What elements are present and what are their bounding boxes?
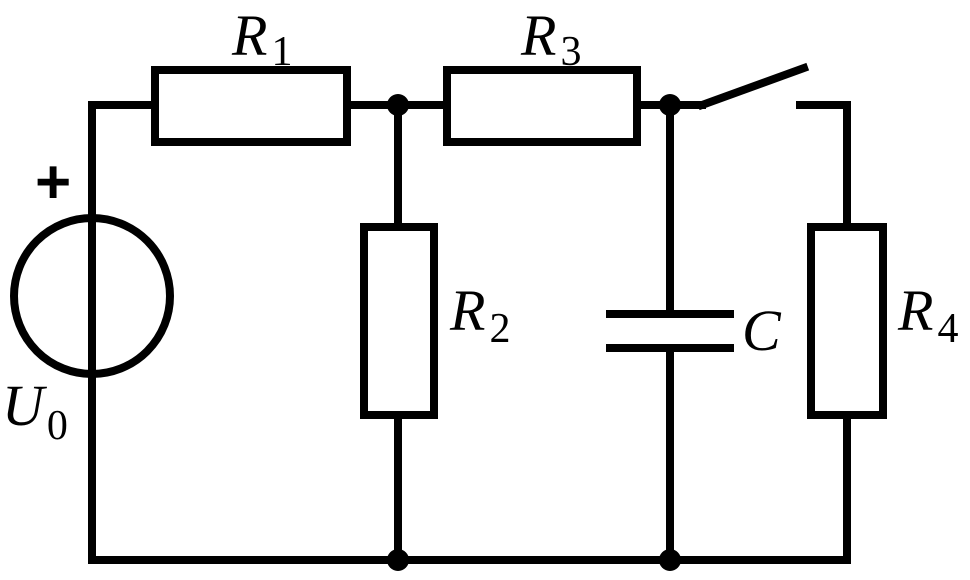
resistor-r4 [807,223,887,419]
node-r3-c-switch [659,94,681,116]
open-switch-blade [696,62,810,111]
voltage-source-circle [10,214,174,378]
label-r4: R4 [897,278,958,352]
wires [88,101,851,564]
node-r1-r2-r3 [387,94,409,116]
resistor-r3 [443,66,641,146]
label-u0: U0 [2,373,68,449]
node-bottom-c [659,549,681,571]
source-plus-label: + [35,148,71,217]
resistor-r2 [360,223,438,419]
label-c: C [742,298,782,363]
top-left-wire [88,101,159,564]
node-bottom-r2 [387,549,409,571]
resistor-r1 [151,66,351,146]
label-r1: R1 [231,3,292,75]
label-r3: R3 [520,3,581,75]
right-branch-wire [796,101,851,231]
label-r2: R2 [449,278,510,352]
